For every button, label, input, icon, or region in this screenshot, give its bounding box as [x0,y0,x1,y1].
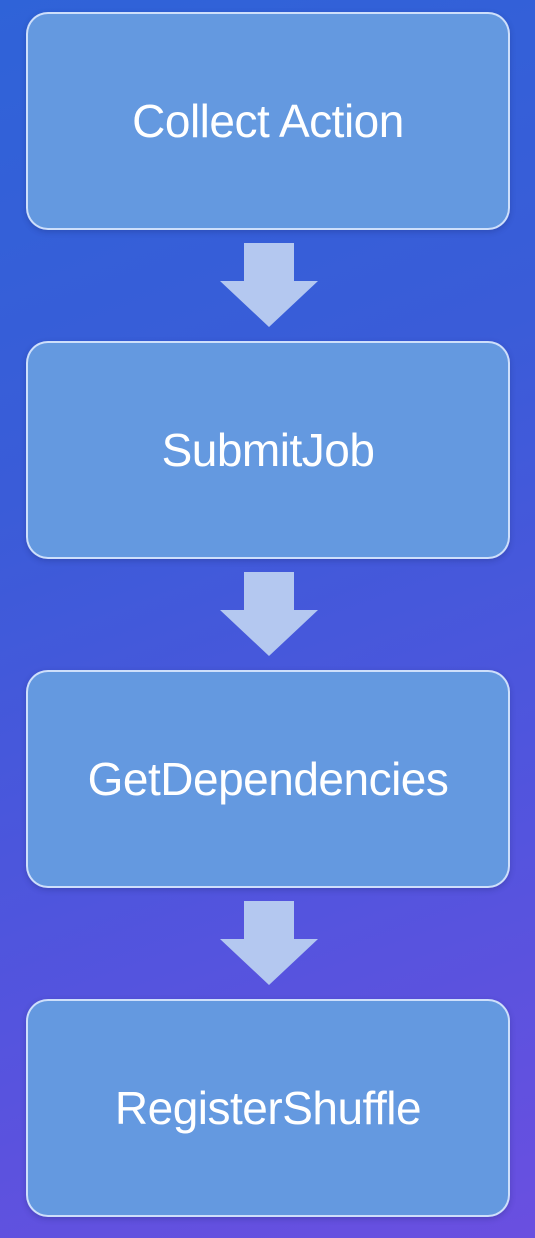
step-get-dependencies: GetDependencies [26,670,510,888]
step-register-shuffle: RegisterShuffle [26,999,510,1217]
step-submit-job: SubmitJob [26,341,510,559]
down-arrow-icon [220,243,318,327]
step-label: SubmitJob [161,424,375,476]
down-arrow-icon [220,572,318,656]
step-label: GetDependencies [87,753,449,805]
step-label: Collect Action [132,95,404,147]
step-collect-action: Collect Action [26,12,510,230]
step-label: RegisterShuffle [114,1082,422,1134]
down-arrow-icon [220,901,318,985]
